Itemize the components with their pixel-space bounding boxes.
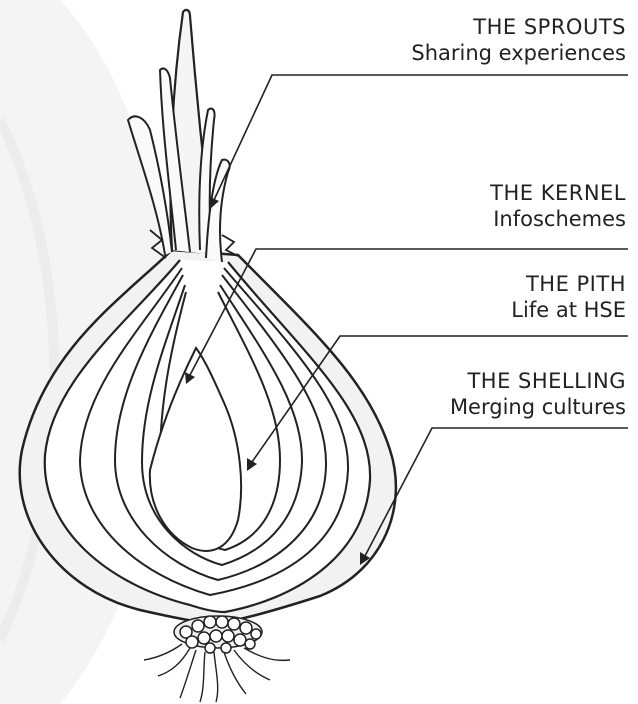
label-kernel-subtitle: Infoschemes [490,206,626,232]
label-sprouts: THE SPROUTS Sharing experiences [411,14,626,66]
leader-shelling [365,428,628,556]
label-kernel-title: THE KERNEL [490,180,626,206]
label-pith: THE PITH Life at HSE [511,271,626,323]
label-sprouts-subtitle: Sharing experiences [411,40,626,66]
label-kernel: THE KERNEL Infoschemes [490,180,626,232]
label-shelling-title: THE SHELLING [450,368,626,394]
label-pith-subtitle: Life at HSE [511,297,626,323]
onion-root-base [174,616,262,653]
label-shelling-subtitle: Merging cultures [450,394,626,420]
label-pith-title: THE PITH [511,271,626,297]
onion-roots [144,644,290,702]
label-shelling: THE SHELLING Merging cultures [450,368,626,420]
label-sprouts-title: THE SPROUTS [411,14,626,40]
